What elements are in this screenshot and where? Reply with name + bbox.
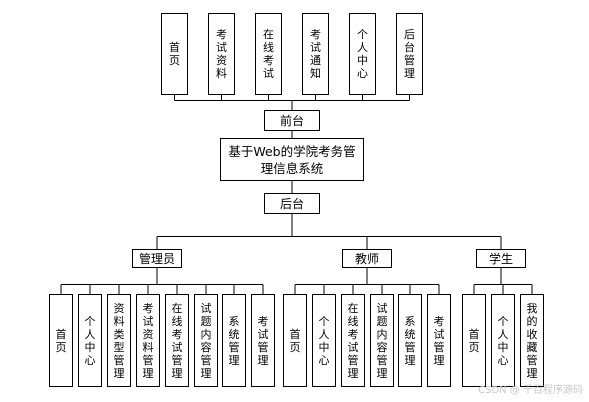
module-label: 在线考试管理 — [347, 301, 359, 380]
module-label: 考试资料管理 — [142, 301, 154, 380]
module-label: 个人中心 — [357, 28, 368, 80]
watermark: CSDN @ 千百程序源码 — [478, 385, 583, 396]
frontend-label: 前台 — [279, 113, 304, 128]
module-label: 考试管理 — [257, 314, 269, 367]
module-label: 首页 — [289, 327, 301, 354]
module-label: 考试资料 — [216, 28, 227, 80]
frontend-module-backend-admin: 后台管理 — [396, 13, 423, 95]
teacher-module-online-exam-mgmt: 在线考试管理 — [341, 294, 365, 387]
system-title-line2: 理信息系统 — [260, 160, 324, 176]
admin-module-online-exam-mgmt: 在线考试管理 — [165, 294, 189, 387]
admin-module-system-mgmt: 系统管理 — [222, 294, 246, 387]
role-node-student: 学生 — [476, 249, 526, 268]
teacher-module-exam-mgmt: 考试管理 — [427, 294, 451, 387]
frontend-module-exam-materials: 考试资料 — [208, 13, 235, 95]
module-label: 后台管理 — [404, 28, 415, 80]
module-label: 在线考试 — [263, 28, 274, 80]
frontend-node: 前台 — [264, 110, 320, 131]
role-label-student: 学生 — [488, 251, 513, 266]
role-node-admin: 管理员 — [132, 249, 182, 268]
module-label: 我的收藏管理 — [526, 301, 538, 380]
admin-module-personal-center: 个人中心 — [78, 294, 102, 387]
module-label: 首页 — [169, 41, 180, 67]
module-label: 个人中心 — [318, 314, 330, 367]
teacher-module-system-mgmt: 系统管理 — [398, 294, 422, 387]
frontend-module-personal-center: 个人中心 — [349, 13, 376, 95]
backend-node: 后台 — [264, 193, 320, 214]
module-label: 试题内容管理 — [376, 301, 388, 380]
frontend-module-online-exam: 在线考试 — [255, 13, 282, 95]
student-module-my-favorites-mgmt: 我的收藏管理 — [520, 294, 544, 387]
module-label: 考试通知 — [310, 28, 321, 80]
role-label-teacher: 教师 — [354, 251, 379, 266]
module-label: 试题内容管理 — [200, 301, 212, 380]
module-label: 在线考试管理 — [171, 301, 183, 380]
admin-module-question-content-mgmt: 试题内容管理 — [194, 294, 218, 387]
student-module-home: 首页 — [462, 294, 486, 387]
module-label: 首页 — [55, 327, 67, 354]
admin-module-material-type-mgmt: 资料类型管理 — [107, 294, 131, 387]
role-node-teacher: 教师 — [342, 249, 392, 268]
teacher-module-home: 首页 — [283, 294, 307, 387]
role-label-admin: 管理员 — [138, 251, 175, 266]
module-label: 系统管理 — [404, 314, 416, 367]
module-label: 个人中心 — [84, 314, 96, 367]
backend-label: 后台 — [279, 196, 304, 211]
module-label: 首页 — [468, 327, 480, 354]
module-label: 个人中心 — [497, 314, 509, 367]
module-label: 系统管理 — [228, 314, 240, 367]
frontend-module-home: 首页 — [161, 13, 188, 95]
admin-module-exam-mgmt: 考试管理 — [251, 294, 275, 387]
student-module-personal-center: 个人中心 — [491, 294, 515, 387]
module-label: 考试管理 — [433, 314, 445, 367]
frontend-module-exam-notice: 考试通知 — [302, 13, 329, 95]
module-label: 资料类型管理 — [113, 301, 125, 380]
teacher-module-personal-center: 个人中心 — [312, 294, 336, 387]
admin-module-exam-material-mgmt: 考试资料管理 — [136, 294, 160, 387]
system-title-line1: 基于Web的学院考务管 — [228, 143, 356, 159]
admin-module-home: 首页 — [49, 294, 73, 387]
system-node: 基于Web的学院考务管 理信息系统 — [220, 138, 364, 181]
teacher-module-question-content-mgmt: 试题内容管理 — [370, 294, 394, 387]
